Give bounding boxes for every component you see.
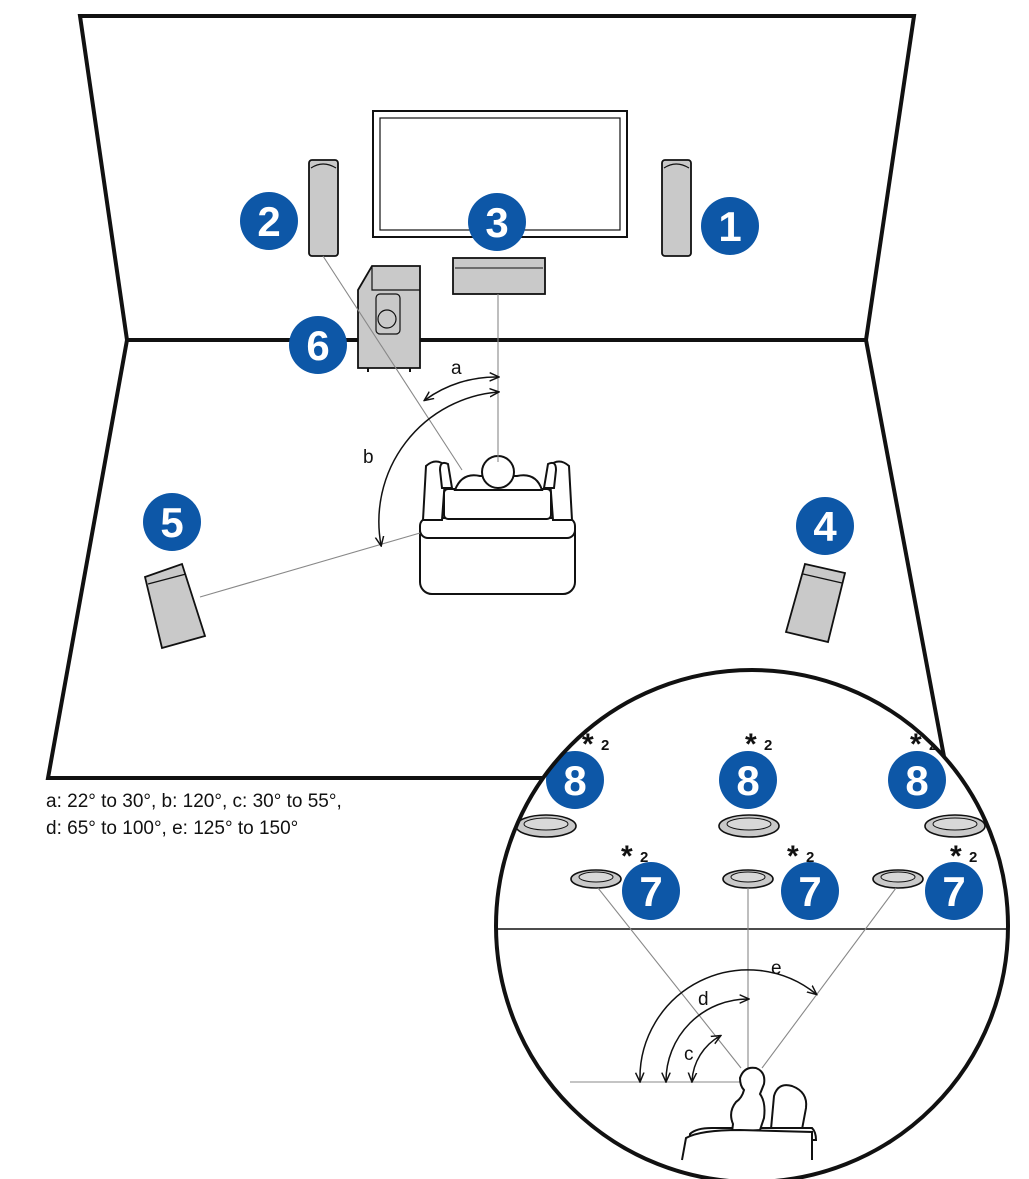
svg-text:*: * — [582, 728, 594, 761]
svg-text:8: 8 — [905, 757, 928, 804]
svg-text:6: 6 — [306, 322, 329, 369]
svg-text:*: * — [910, 728, 922, 761]
speaker-front-left — [308, 159, 339, 257]
speaker-surround-right — [784, 562, 847, 644]
angle-label-b: b — [363, 447, 374, 468]
badge-speaker-8-right: 8 — [888, 751, 946, 809]
badge-speaker-1: 1 — [701, 197, 759, 255]
speaker-surround-left — [143, 562, 207, 650]
speaker-front-right — [661, 159, 692, 257]
footnote-mark-8-left: * 2 — [582, 728, 609, 761]
badge-speaker-6: 6 — [289, 316, 347, 374]
height-inset-background — [496, 670, 1008, 1179]
speaker-center — [452, 257, 546, 295]
badge-speaker-8-center: 8 — [719, 751, 777, 809]
angle-label-d: d — [698, 989, 709, 1010]
svg-text:3: 3 — [485, 199, 508, 246]
angle-label-c: c — [684, 1044, 694, 1065]
svg-text:4: 4 — [813, 503, 837, 550]
badge-speaker-5: 5 — [143, 493, 201, 551]
badge-speaker-8-left: 8 — [546, 751, 604, 809]
angle-note-line-2: d: 65° to 100°, e: 125° to 150° — [46, 818, 299, 839]
subwoofer — [357, 265, 421, 372]
svg-text:*: * — [950, 840, 962, 873]
svg-text:1: 1 — [718, 203, 741, 250]
angle-note-line-1: a: 22° to 30°, b: 120°, c: 30° to 55°, — [46, 791, 342, 812]
badge-speaker-2: 2 — [240, 192, 298, 250]
svg-text:8: 8 — [736, 757, 759, 804]
footnote-mark-7-left: * 2 — [621, 840, 648, 873]
ceiling-speaker-7-center — [722, 869, 774, 889]
svg-text:*: * — [787, 840, 799, 873]
seated-listener — [681, 1066, 818, 1161]
height-inset-content: c d e 8 8 8 7 7 7 * — [496, 728, 1008, 1161]
svg-text:*: * — [745, 728, 757, 761]
badge-speaker-7-right: 7 — [925, 862, 983, 920]
svg-text:2: 2 — [601, 737, 609, 754]
angle-label-e: e — [771, 958, 782, 979]
svg-text:7: 7 — [798, 868, 821, 915]
angle-label-a: a — [451, 358, 462, 379]
svg-text:*: * — [621, 840, 633, 873]
sofa-with-listener — [419, 455, 576, 595]
svg-text:2: 2 — [764, 737, 772, 754]
svg-text:7: 7 — [942, 868, 965, 915]
ceiling-speaker-8-left — [515, 814, 577, 838]
svg-text:2: 2 — [257, 198, 280, 245]
footnote-mark-7-right: * 2 — [950, 840, 977, 873]
angle-arcs-room — [379, 377, 498, 545]
ceiling-speaker-8-right — [924, 814, 986, 838]
svg-text:2: 2 — [806, 849, 814, 866]
ceiling-speaker-8-center — [718, 814, 780, 838]
svg-text:8: 8 — [563, 757, 586, 804]
badge-speaker-7-left: 7 — [622, 862, 680, 920]
badge-speaker-7-center: 7 — [781, 862, 839, 920]
svg-text:5: 5 — [160, 499, 183, 546]
height-inset-border — [494, 668, 1010, 1179]
svg-text:2: 2 — [640, 849, 648, 866]
ceiling-speaker-7-left — [570, 869, 622, 889]
badge-speaker-3: 3 — [468, 193, 526, 251]
svg-text:2: 2 — [969, 849, 977, 866]
badge-speaker-4: 4 — [796, 497, 854, 555]
svg-text:7: 7 — [639, 868, 662, 915]
ceiling-speaker-7-right — [872, 869, 924, 889]
footnote-mark-7-center: * 2 — [787, 840, 814, 873]
footnote-mark-8-center: * 2 — [745, 728, 772, 761]
